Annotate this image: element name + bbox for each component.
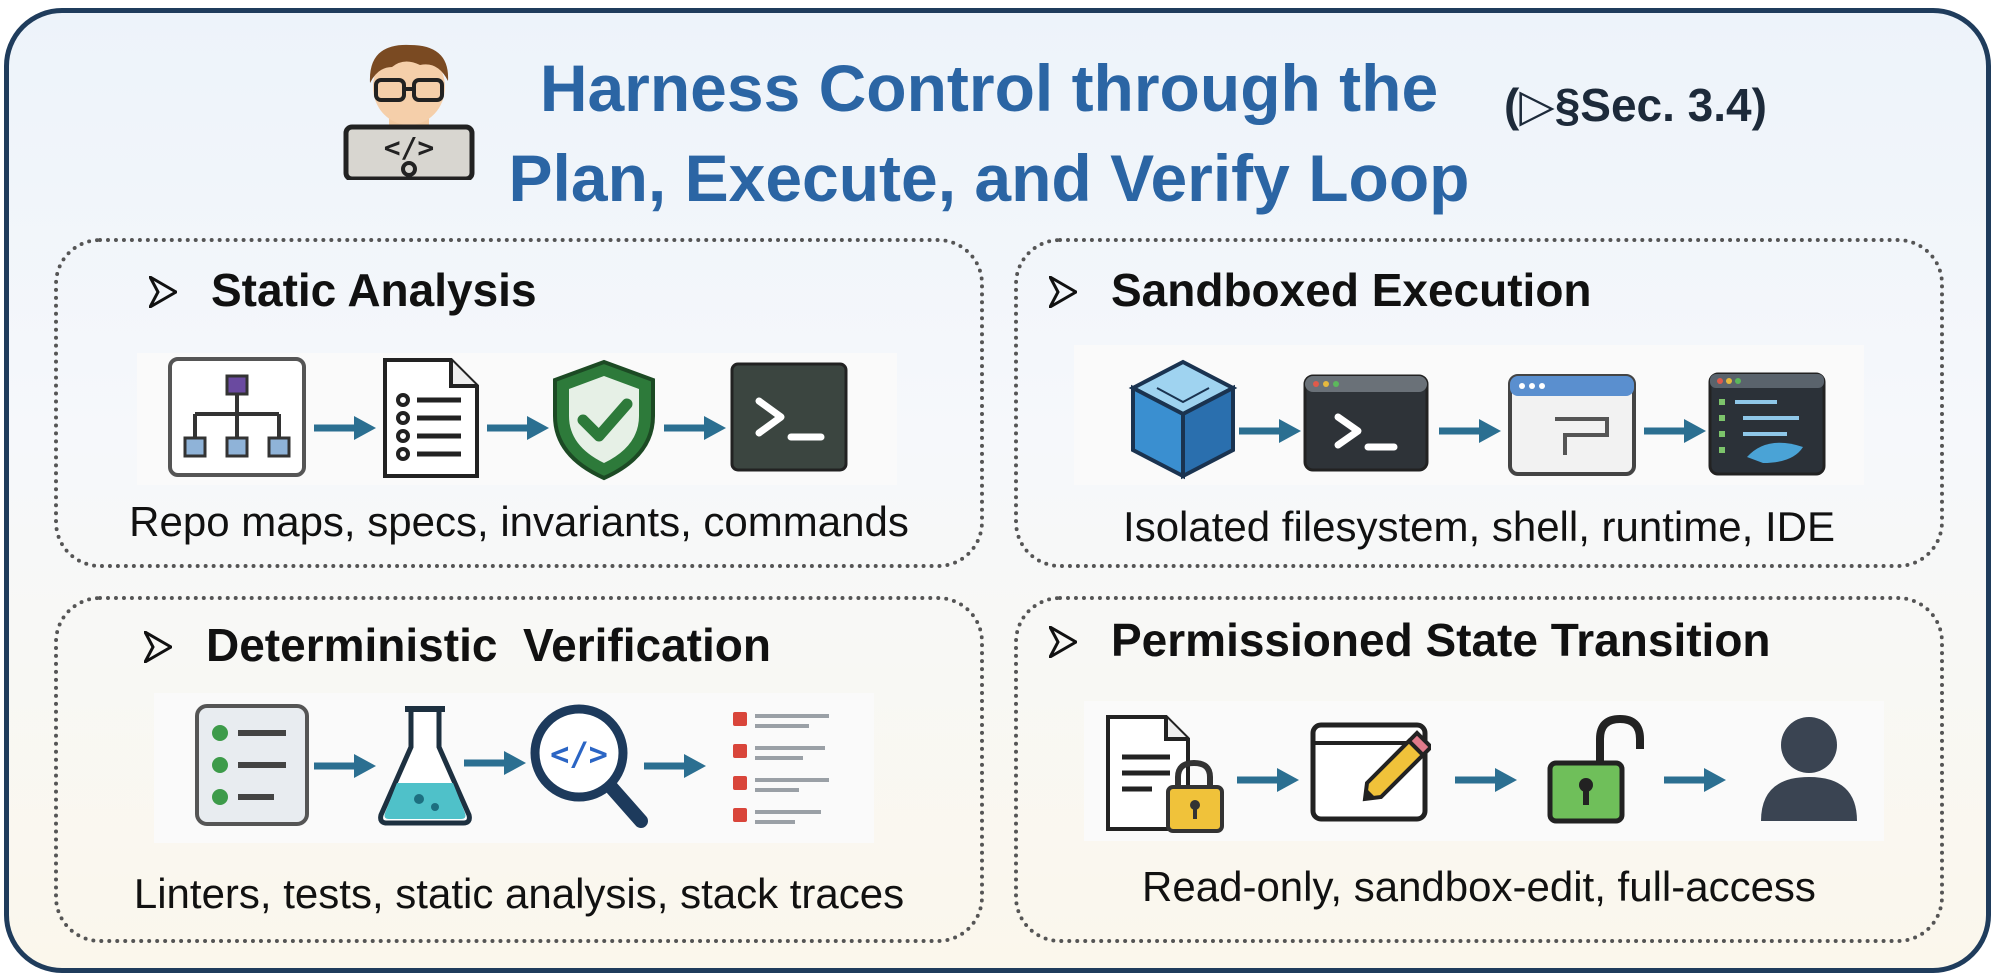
diagram-frame: </> Harness Control through the Plan, Ex…: [4, 8, 1991, 973]
checklist-document-icon: [383, 358, 479, 478]
arrow-right-icon: [1664, 768, 1726, 792]
terminal-window-icon: [1303, 374, 1429, 472]
diagram-title: Harness Control through the Plan, Execut…: [489, 43, 1489, 223]
hierarchy-icon: [168, 357, 306, 477]
arrow-right-icon: [314, 416, 376, 440]
panel-heading-static-analysis: Static Analysis: [149, 263, 537, 317]
panel-static-analysis: [54, 238, 984, 568]
arrowhead-bullet-icon: [144, 631, 172, 663]
test-flask-icon: [378, 706, 472, 826]
panel-deterministic-verification: [54, 596, 984, 943]
arrow-right-icon: [1439, 419, 1501, 443]
panel-heading-permissioned-state-transition: Permissioned State Transition: [1049, 613, 1771, 667]
terminal-icon: [730, 362, 848, 472]
heading-text: Sandboxed Execution: [1111, 264, 1592, 316]
arrowhead-bullet-icon: [149, 276, 177, 308]
edit-pencil-icon: [1310, 722, 1431, 822]
read-only-lock-icon: [1106, 715, 1224, 833]
arrow-right-icon: [464, 751, 526, 775]
app-window-icon: [1508, 374, 1636, 476]
title-line-2: Plan, Execute, and Verify Loop: [508, 141, 1470, 215]
arrow-right-icon: [1644, 419, 1706, 443]
ide-window-icon: [1708, 372, 1826, 476]
arrow-right-icon: [664, 416, 726, 440]
shield-check-icon: [553, 359, 655, 481]
heading-text: Permissioned State Transition: [1111, 614, 1771, 666]
unlocked-padlock-icon: [1547, 714, 1644, 824]
arrow-right-icon: [487, 416, 549, 440]
panel-permissioned-state-transition: [1014, 596, 1944, 943]
panel-caption-static-analysis: Repo maps, specs, invariants, commands: [129, 498, 909, 545]
sandbox-cube-icon: [1128, 359, 1238, 480]
svg-text:</>: </>: [550, 735, 608, 773]
panel-heading-sandboxed-execution: Sandboxed Execution: [1049, 263, 1592, 317]
panel-heading-deterministic-verification: Deterministic Verification: [144, 618, 771, 672]
arrow-right-icon: [314, 754, 376, 778]
arrow-right-icon: [1237, 768, 1299, 792]
heading-text: Deterministic Verification: [206, 619, 771, 671]
title-line-1: Harness Control through the: [539, 51, 1439, 125]
developer-laptop-icon: </>: [343, 44, 475, 180]
svg-text:</>: </>: [384, 131, 435, 164]
panel-caption-deterministic-verification: Linters, tests, static analysis, stack t…: [133, 870, 905, 917]
arrow-right-icon: [1455, 768, 1517, 792]
section-reference: (▷§Sec. 3.4): [1504, 79, 1767, 131]
code-search-icon: </>: [530, 704, 648, 828]
panel-caption-sandboxed-execution: Isolated filesystem, shell, runtime, IDE: [1123, 503, 1835, 550]
arrowhead-bullet-icon: [1049, 626, 1077, 658]
stack-trace-icon: [733, 712, 829, 824]
arrowhead-bullet-icon: [1049, 276, 1077, 308]
panel-caption-permissioned-state-transition: Read-only, sandbox-edit, full-access: [1142, 863, 1816, 910]
lint-checklist-icon: [195, 704, 309, 826]
arrow-right-icon: [1239, 419, 1301, 443]
heading-text: Static Analysis: [211, 264, 537, 316]
arrow-right-icon: [644, 754, 706, 778]
user-icon: [1761, 717, 1857, 821]
panel-sandboxed-execution: [1014, 238, 1944, 568]
